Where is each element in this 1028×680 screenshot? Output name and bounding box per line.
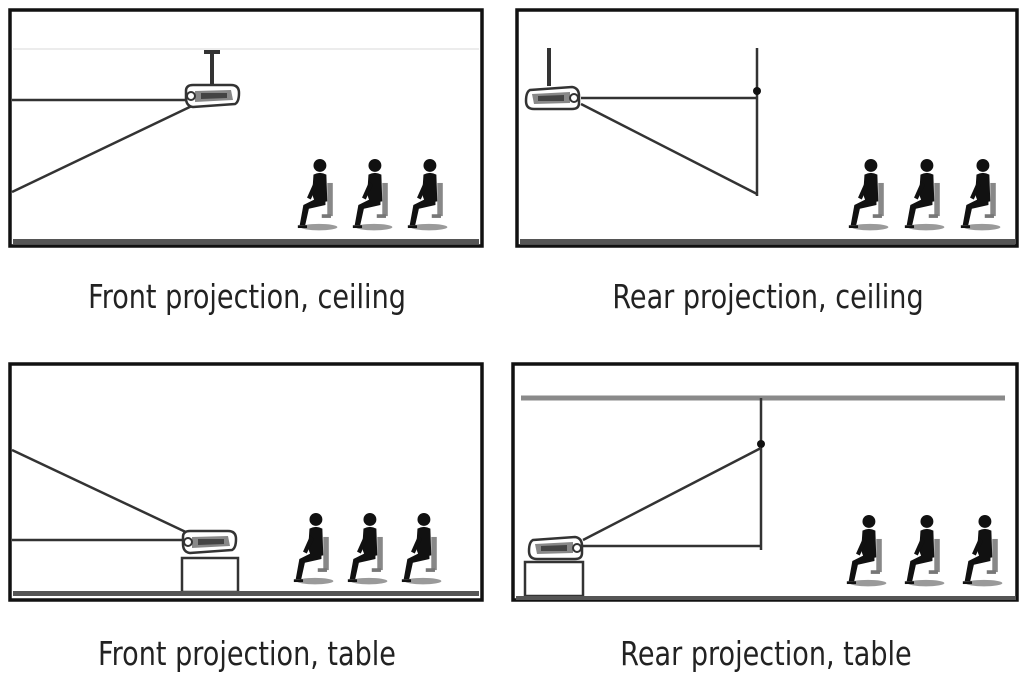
floor [13,239,479,244]
floor [13,591,479,596]
projector-icon [524,85,581,111]
panel-front-ceiling [8,8,486,250]
panel-rear-ceiling [515,8,1021,250]
room-frame [515,8,1019,248]
rear-ceiling-diagram [515,8,1019,248]
panel-front-table [8,362,486,604]
projection-ray [582,446,762,542]
table [180,556,240,594]
floor [516,596,1016,600]
ceiling-mount [204,50,220,54]
projection-ray [11,448,191,536]
room-frame [8,362,484,602]
caption-rear-table: Rear projection, table [620,634,912,673]
projection-ray [580,102,758,196]
screen-point [753,87,761,95]
front-ceiling-diagram [8,8,484,248]
rear-table-diagram [511,362,1019,602]
caption-rear-ceiling: Rear projection, ceiling [612,277,924,316]
projector-icon [527,535,584,561]
projector-icon [181,529,238,555]
projection-ray [11,102,197,194]
caption-front-ceiling: Front projection, ceiling [88,277,406,316]
screen-point [757,440,765,448]
floor [520,239,1016,244]
projector-icon [184,83,241,109]
caption-front-table: Front projection, table [98,634,396,673]
ceiling-area [13,13,479,49]
panel-rear-table [511,362,1021,604]
front-table-diagram [8,362,484,602]
table [523,560,585,598]
